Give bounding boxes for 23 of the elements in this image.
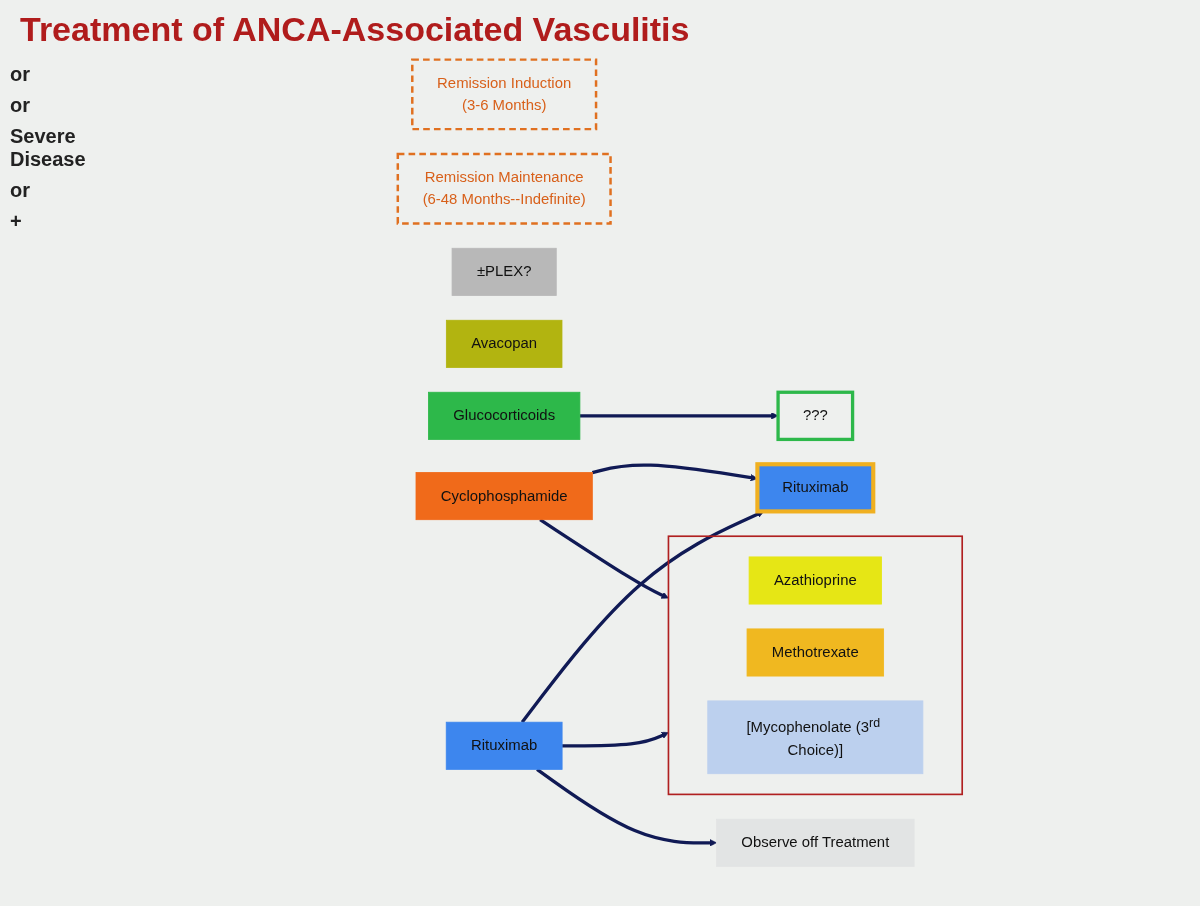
node-box: Avacopan xyxy=(445,319,563,368)
label-text: or xyxy=(10,63,31,86)
node-box: Rituximab xyxy=(445,721,563,770)
node-box: Remission Induction (3-6 Months) xyxy=(411,58,598,131)
label-text: or xyxy=(10,94,31,117)
node-box: Azathioprine xyxy=(748,556,882,605)
cluster xyxy=(667,535,964,796)
node-box: ??? xyxy=(776,390,855,442)
node-box: [Mycophenolate (3$^{rd}$ Choice)] xyxy=(707,700,924,775)
node-box: Cyclophosphamide xyxy=(415,472,593,521)
node-box: Remission Maintenance (6-48 Months--Indefinite) xyxy=(396,152,612,225)
title: Treatment of ANCA-Associated Vasculitis xyxy=(20,10,691,49)
node-box: Rituximab xyxy=(755,462,876,514)
node-box: Observe off Treatment xyxy=(716,818,915,867)
arrow xyxy=(562,731,669,748)
node-box: Methotrexate xyxy=(746,628,885,677)
arrow xyxy=(539,518,669,599)
label-text: + xyxy=(10,210,23,233)
label-text: or xyxy=(10,179,31,202)
label-text: Severe Disease xyxy=(10,125,87,171)
node-box: Glucocorticoids xyxy=(428,391,581,440)
arrow xyxy=(536,768,717,847)
node-box: ±PLEX? xyxy=(451,247,557,296)
